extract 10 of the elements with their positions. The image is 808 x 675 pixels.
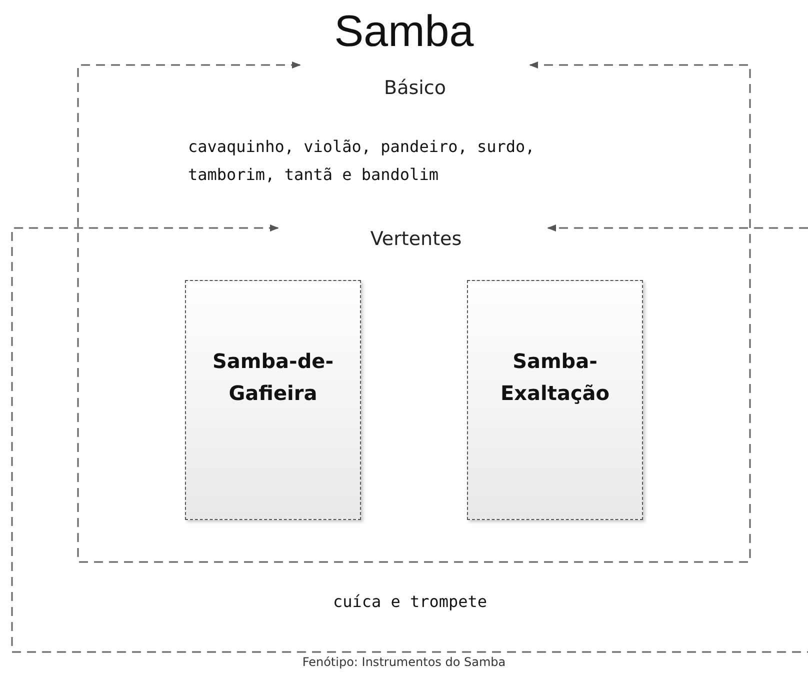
genre-name: Samba-de-Gafieira <box>211 348 335 407</box>
diagram-title: Samba <box>333 6 475 58</box>
instrument-list: cavaquinho, violão, pandeiro, surdo, tamborim, tantã e bandolim <box>188 133 608 189</box>
frame-heading: Básico <box>383 77 447 99</box>
genre-box <box>467 280 643 520</box>
figure-caption: Fenótipo: Instrumentos do Samba <box>301 655 507 669</box>
genre-box <box>185 280 361 520</box>
frame-heading: Vertentes <box>300 226 532 252</box>
genre-name: Samba-Exaltação <box>499 348 611 407</box>
instrument-list: cuíca e trompete <box>12 588 808 616</box>
